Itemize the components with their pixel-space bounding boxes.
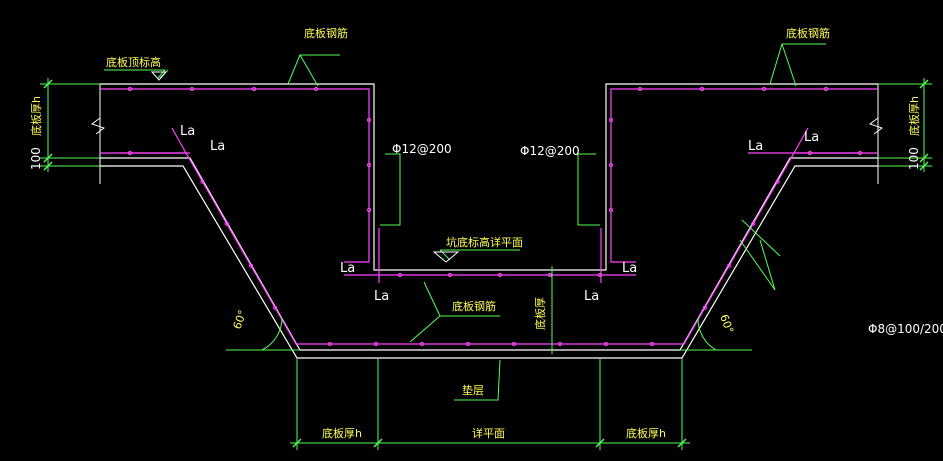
phi12-right-label: Φ12@200 xyxy=(520,144,580,158)
rebar-dot xyxy=(366,207,372,213)
rebar-dot xyxy=(699,86,705,92)
rebar-dot xyxy=(273,305,278,310)
la-label-1: La xyxy=(180,124,195,139)
rebar-dot xyxy=(608,117,614,123)
rebar-dot xyxy=(366,117,372,123)
rebar-dot xyxy=(597,272,603,278)
la-label-4: La xyxy=(804,130,819,145)
rebar-dot xyxy=(397,272,403,278)
pit-bottom-elev-label: 坑底标高详平面 xyxy=(446,235,523,249)
la-label-3: La xyxy=(748,139,763,154)
break-symbols xyxy=(90,84,884,184)
rebar-dot xyxy=(823,86,829,92)
la-label-2: La xyxy=(210,139,225,154)
rebar-dot xyxy=(327,341,333,347)
rebar-dot xyxy=(649,341,655,347)
rebar-dots xyxy=(127,86,863,347)
elevation-markers xyxy=(150,71,460,263)
thickness-right-label: 底板厚h xyxy=(907,96,921,136)
rebar-dot xyxy=(637,86,643,92)
thickness-left-label: 底板厚h xyxy=(29,96,43,136)
top-right-rebar-label: 底板钢筋 xyxy=(786,26,830,40)
rebar-dot xyxy=(465,341,471,347)
rebar-dot xyxy=(248,263,253,268)
rebar-dot xyxy=(775,179,780,184)
phi12-left-label: Φ12@200 xyxy=(392,142,452,156)
dim-100-right-label: 100 xyxy=(907,147,921,170)
bottom-right-dim-label: 底板厚h xyxy=(626,426,666,440)
la-label-5: La xyxy=(340,261,355,276)
la-label-7: La xyxy=(622,261,637,276)
rebar-dot xyxy=(608,162,614,168)
la-label-8: La xyxy=(584,289,599,304)
bottom-left-dim-label: 底板厚h xyxy=(322,426,362,440)
rebar-dot xyxy=(608,207,614,213)
rebar-dot xyxy=(251,86,257,92)
dimension-lines xyxy=(40,43,932,450)
concrete-outline xyxy=(100,83,878,359)
rebar-dot xyxy=(702,305,708,310)
top-left-rebar-label: 底板钢筋 xyxy=(304,26,348,40)
rebar-dot xyxy=(366,162,372,168)
rebar-dot xyxy=(447,272,453,278)
rebar-dot xyxy=(127,150,133,156)
rebar-dot xyxy=(127,86,133,92)
angle-right-label: 60° xyxy=(717,313,736,336)
text-labels: 底板钢筋 底板钢筋 底板顶标高 坑底标高详平面 底板钢筋 垫层 Φ12@200 … xyxy=(29,26,943,440)
slab-top-elev-label: 底板顶标高 xyxy=(106,55,161,69)
rebar-dot xyxy=(807,150,813,156)
rebar-dot xyxy=(761,86,767,92)
rebar-dot xyxy=(419,341,425,347)
la-label-6: La xyxy=(374,289,389,304)
cushion-label: 垫层 xyxy=(462,383,484,397)
rebar-dot xyxy=(313,86,319,92)
rebar-dot xyxy=(224,221,229,226)
rebar-dot xyxy=(557,341,563,347)
angle-left-label: 60° xyxy=(231,308,250,331)
rebar-dot xyxy=(727,263,732,268)
rebar-dot xyxy=(373,341,379,347)
rebar-dot xyxy=(603,341,609,347)
thickness-mid-label: 底板厚 xyxy=(533,297,547,330)
rebar-dot xyxy=(751,221,756,226)
rebar-dot xyxy=(497,272,503,278)
rebar-dot xyxy=(189,86,195,92)
rebar-dot xyxy=(511,341,517,347)
pit-bottom-rebar-label: 底板钢筋 xyxy=(452,299,496,313)
rebar-dot xyxy=(200,179,205,184)
dimension-ticks xyxy=(43,79,929,448)
phi8-label: Φ8@100/200 xyxy=(868,322,943,336)
rebar-dot xyxy=(857,150,863,156)
rebar-lines xyxy=(100,88,878,345)
dim-100-left-label: 100 xyxy=(29,147,43,170)
bottom-mid-dim-label: 详平面 xyxy=(472,426,505,440)
